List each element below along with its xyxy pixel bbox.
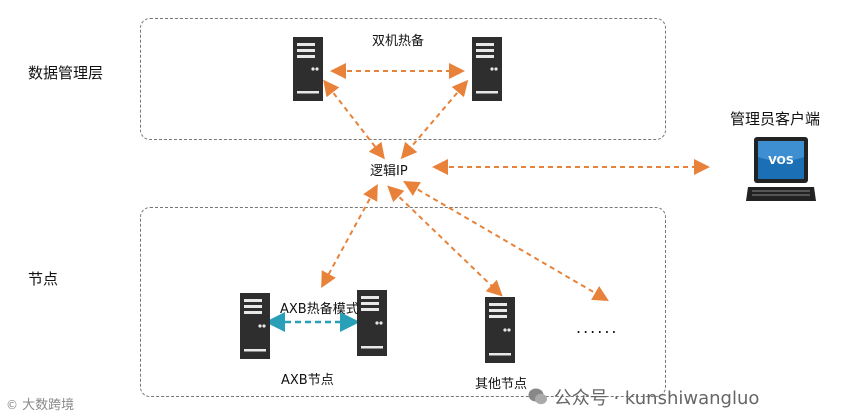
server-icon [471,36,503,106]
arrow-ip-to-axb [321,183,378,289]
data-layer-label: 数据管理层 [28,64,104,82]
axb-mode-label: AXB热备模式 [280,302,359,317]
axb-node-label: AXB节点 [281,373,334,388]
wechat-icon: © [6,398,18,412]
server-icon [292,36,324,106]
more-nodes-ellipsis: ...... [576,318,619,337]
watermark-left: © 大数跨境 [6,398,75,413]
server-icon [239,292,271,364]
arrow-right-server-to-ip [400,79,469,160]
wechat-icon [528,388,548,411]
server-icon [356,289,388,361]
other-node-label: 其他节点 [475,377,528,392]
server-icon [484,296,516,368]
arrow-left-server-to-ip [323,79,385,160]
logical-ip-label: 逻辑IP [370,164,408,179]
admin-client-label: 管理员客户端 [730,110,821,128]
watermark-right: 公众号 · kunshiwangluo [528,384,759,411]
laptop-icon: VOS [744,135,818,211]
nodes-label: 节点 [28,270,59,288]
laptop-screen-text: VOS [768,154,794,167]
hot-standby-label: 双机热备 [372,34,425,49]
arrow-ip-to-more [403,180,609,302]
